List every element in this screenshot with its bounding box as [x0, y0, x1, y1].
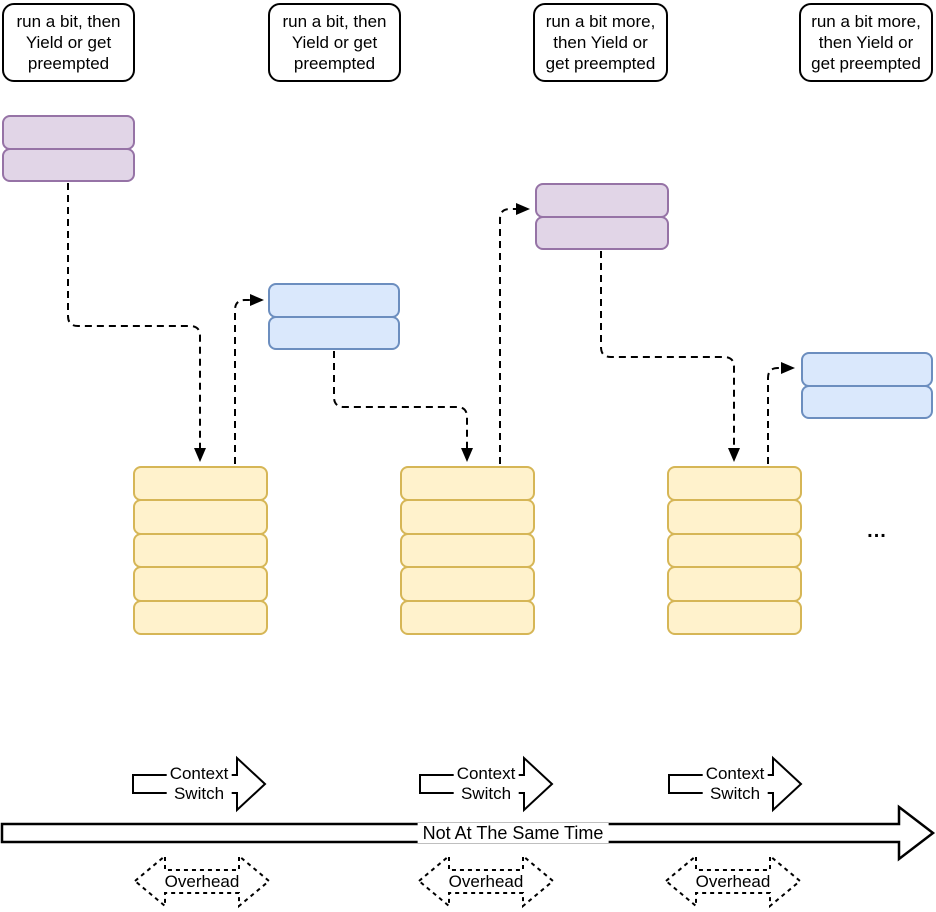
arrowhead-right-icon	[516, 203, 530, 215]
stack-row	[133, 566, 268, 602]
connector-purple1-to-queue1	[67, 183, 201, 448]
connector-queue1-to-blue1	[234, 299, 250, 464]
overhead-label-2: Overhead	[445, 872, 527, 892]
stack-row	[667, 532, 802, 569]
overhead-label-3: Overhead	[692, 872, 774, 892]
callout-run-a-bit-more-1: run a bit more, then Yield or get preemp…	[533, 3, 668, 82]
timeline-label: Not At The Same Time	[417, 823, 609, 843]
purple-task-stack-1	[2, 115, 135, 182]
stack-row	[400, 466, 535, 502]
purple-task-stack-2	[535, 183, 669, 250]
arrowhead-down-icon	[461, 448, 473, 462]
stack-row	[133, 532, 268, 569]
arrowhead-right-icon	[250, 294, 264, 306]
stack-row	[400, 599, 535, 635]
arrowhead-down-icon	[728, 448, 740, 462]
ready-queue-1	[133, 466, 268, 635]
stack-row	[268, 315, 400, 350]
arrowhead-right-icon	[781, 362, 795, 374]
stack-row	[400, 532, 535, 569]
arrowhead-down-icon	[194, 448, 206, 462]
stack-row	[133, 466, 268, 502]
callout-run-a-bit-more-2: run a bit more, then Yield or get preemp…	[799, 3, 933, 82]
callout-run-a-bit-1: run a bit, then Yield or get preempted	[2, 3, 135, 82]
context-switch-label-1: Context Switch	[166, 764, 232, 804]
more-queues-ellipsis: ...	[867, 520, 887, 542]
connector-purple2-to-queue3	[600, 251, 735, 448]
context-switch-arrow-3	[668, 755, 803, 813]
overhead-double-arrow-1	[133, 853, 271, 909]
overhead-label-1: Overhead	[161, 872, 243, 892]
context-switch-label-2: Context Switch	[453, 764, 519, 804]
ready-queue-3	[667, 466, 802, 635]
stack-row	[667, 499, 802, 535]
blue-task-stack-2	[801, 352, 933, 419]
stack-row	[2, 147, 135, 182]
stack-row	[268, 283, 400, 318]
connector-queue2-to-purple2	[499, 208, 516, 464]
stack-row	[400, 499, 535, 535]
stack-row	[133, 499, 268, 535]
overhead-double-arrow-2	[417, 853, 555, 909]
context-switch-arrow-2	[419, 755, 554, 813]
stack-row	[400, 566, 535, 602]
stack-row	[2, 115, 135, 150]
ready-queue-2	[400, 466, 535, 635]
connector-queue3-to-blue2	[767, 367, 781, 464]
context-switch-arrow-1	[132, 755, 267, 813]
stack-row	[667, 466, 802, 502]
callout-run-a-bit-2: run a bit, then Yield or get preempted	[268, 3, 401, 82]
overhead-double-arrow-3	[664, 853, 802, 909]
stack-row	[667, 599, 802, 635]
blue-task-stack-1	[268, 283, 400, 350]
stack-row	[535, 183, 669, 218]
stack-row	[133, 599, 268, 635]
context-switch-label-3: Context Switch	[702, 764, 768, 804]
stack-row	[801, 384, 933, 419]
stack-row	[667, 566, 802, 602]
stack-row	[801, 352, 933, 387]
stack-row	[535, 215, 669, 250]
connector-blue1-to-queue2	[333, 351, 468, 448]
